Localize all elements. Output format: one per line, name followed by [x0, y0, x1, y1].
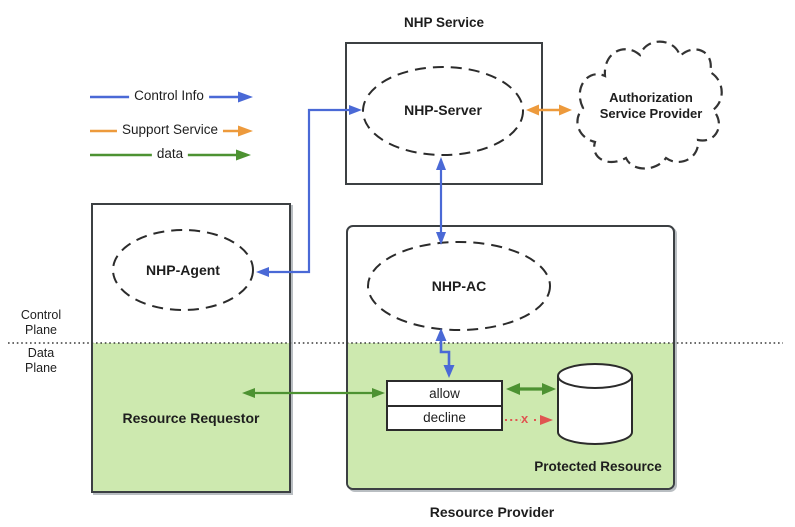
resource-requestor-label: Resource Requestor — [122, 410, 260, 426]
nhp-service-title: NHP Service — [403, 15, 485, 30]
blocked-x-mark: x — [521, 411, 529, 426]
resource-provider-box — [346, 225, 675, 490]
policy-box: allow decline — [386, 380, 503, 431]
resource-requestor-data-plane-area — [93, 343, 289, 491]
protected-resource-label: Protected Resource — [534, 459, 662, 474]
decline-cell: decline — [388, 404, 501, 430]
decline-label: decline — [423, 410, 466, 426]
nhp-agent-label: NHP-Agent — [146, 262, 220, 278]
control-plane-label: Control Plane — [20, 308, 62, 337]
allow-cell: allow — [388, 382, 501, 405]
legend-control-info-label: Control Info — [129, 88, 209, 103]
authorization-service-provider-label: Authorization Service Provider — [599, 90, 703, 121]
nhp-server-label: NHP-Server — [404, 102, 482, 118]
resource-requestor-box — [91, 203, 291, 493]
nhp-ac-label: NHP-AC — [431, 278, 487, 294]
legend-data-label: data — [151, 146, 189, 161]
data-plane-label: Data Plane — [25, 346, 57, 375]
allow-label: allow — [429, 385, 460, 401]
resource-provider-label: Resource Provider — [429, 504, 555, 520]
legend-support-service-label: Support Service — [116, 122, 224, 137]
